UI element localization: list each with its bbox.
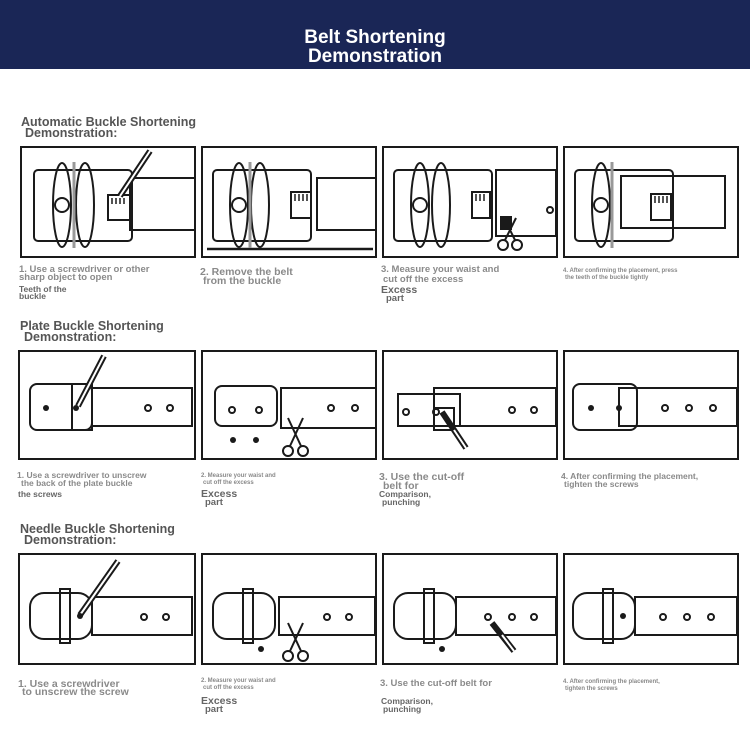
section-plate-title: Plate Buckle Shortening xyxy=(20,319,164,333)
plate-step4-panel xyxy=(563,350,739,460)
section-needle-subtitle: Demonstration: xyxy=(24,533,117,547)
needle-step2-illustration xyxy=(212,588,375,662)
needle-step2-label-part: part xyxy=(205,704,223,715)
auto-step4-caption-line2: the teeth of the buckle tightly xyxy=(565,275,649,281)
auto-step1-caption-line2: sharp object to open xyxy=(19,272,113,283)
plate-step3-caption-line1: 3. Use the cut-off xyxy=(379,471,465,483)
page-title-line2: Demonstration xyxy=(307,46,443,67)
needle-step3-caption-line1: 3. Use the cut-off belt for xyxy=(380,678,492,689)
plate-step3-illustration xyxy=(397,387,556,450)
needle-step4-caption-line1: 4. After confirming the placement, xyxy=(563,679,660,685)
section-plate-subtitle: Demonstration: xyxy=(24,330,117,344)
auto-step2-caption-line1: 2. Remove the belt xyxy=(200,266,293,278)
needle-step2-panel xyxy=(201,553,377,665)
auto-step3-caption-line2: cut off the excess xyxy=(383,274,464,285)
plate-step2-caption-line2: cut off the excess xyxy=(203,480,254,486)
auto-step2-illustration xyxy=(207,162,375,251)
auto-step4-caption-line1: 4. After confirming the placement, press xyxy=(563,268,678,274)
plate-step4-caption-line2: tighten the screws xyxy=(564,479,639,489)
auto-step2-caption-line2: from the buckle xyxy=(203,275,282,287)
auto-step1-panel xyxy=(20,146,196,258)
needle-step4-illustration xyxy=(572,588,737,644)
needle-step2-label-excess: Excess xyxy=(201,695,238,707)
plate-step3-label-comparison: Comparison, xyxy=(379,489,431,499)
plate-step4-illustration xyxy=(572,383,737,431)
section-automatic-subtitle: Demonstration: xyxy=(25,126,118,140)
needle-step2-caption-line2: cut off the excess xyxy=(203,685,254,691)
auto-step1-label-buckle: buckle xyxy=(19,291,46,301)
needle-step1-caption-line1: 1. Use a screwdriver xyxy=(18,678,120,690)
auto-step3-caption-line1: 3. Measure your waist and xyxy=(381,264,500,275)
auto-step1-illustration xyxy=(33,149,194,248)
needle-step1-illustration xyxy=(29,559,193,644)
auto-step1-caption-line1: 1. Use a screwdriver or other xyxy=(19,264,150,275)
plate-step2-illustration xyxy=(214,385,375,457)
plate-step3-label-punching: punching xyxy=(382,497,421,507)
auto-step4-illustration xyxy=(574,162,726,248)
auto-step3-panel xyxy=(382,146,558,258)
page-title-line1: Belt Shortening xyxy=(304,27,446,48)
plate-step3-panel xyxy=(382,350,558,460)
plate-step1-label-screws: the screws xyxy=(18,489,62,499)
needle-step4-panel xyxy=(563,553,739,665)
needle-step1-caption-line2: to unscrew the screw xyxy=(22,686,129,698)
auto-step3-illustration xyxy=(393,162,556,251)
plate-step1-panel xyxy=(18,350,196,460)
plate-step1-caption-line2: the back of the plate buckle xyxy=(21,478,133,488)
plate-step2-panel xyxy=(201,350,377,460)
auto-step3-label-part: part xyxy=(386,293,404,304)
plate-step2-caption-line1: 2. Measure your waist and xyxy=(201,473,276,479)
auto-step2-panel xyxy=(201,146,377,258)
auto-step4-panel xyxy=(563,146,739,258)
section-automatic-title: Automatic Buckle Shortening xyxy=(21,115,197,129)
needle-step3-panel xyxy=(382,553,558,665)
needle-step3-label-comparison: Comparison, xyxy=(381,696,433,706)
plate-step2-label-part: part xyxy=(205,497,223,508)
section-needle-title: Needle Buckle Shortening xyxy=(20,522,175,536)
plate-step4-caption-line1: 4. After confirming the placement, xyxy=(561,471,699,481)
auto-step3-label-excess: Excess xyxy=(381,284,418,296)
plate-step3-caption-line2: belt for xyxy=(383,480,419,492)
plate-step1-caption-line1: 1. Use a screwdriver to unscrew xyxy=(17,470,147,480)
header-banner: Belt Shortening Demonstration xyxy=(0,0,750,69)
needle-step2-caption-line1: 2. Measure your waist and xyxy=(201,678,276,684)
plate-step2-label-excess: Excess xyxy=(201,488,238,500)
needle-step3-illustration xyxy=(393,588,556,653)
plate-step1-illustration xyxy=(29,354,193,431)
auto-step1-label-teeth: Teeth of the xyxy=(19,284,67,294)
needle-step4-caption-line2: tighten the screws xyxy=(565,686,618,692)
needle-step3-label-punching: punching xyxy=(383,704,422,714)
needle-step1-panel xyxy=(18,553,196,665)
